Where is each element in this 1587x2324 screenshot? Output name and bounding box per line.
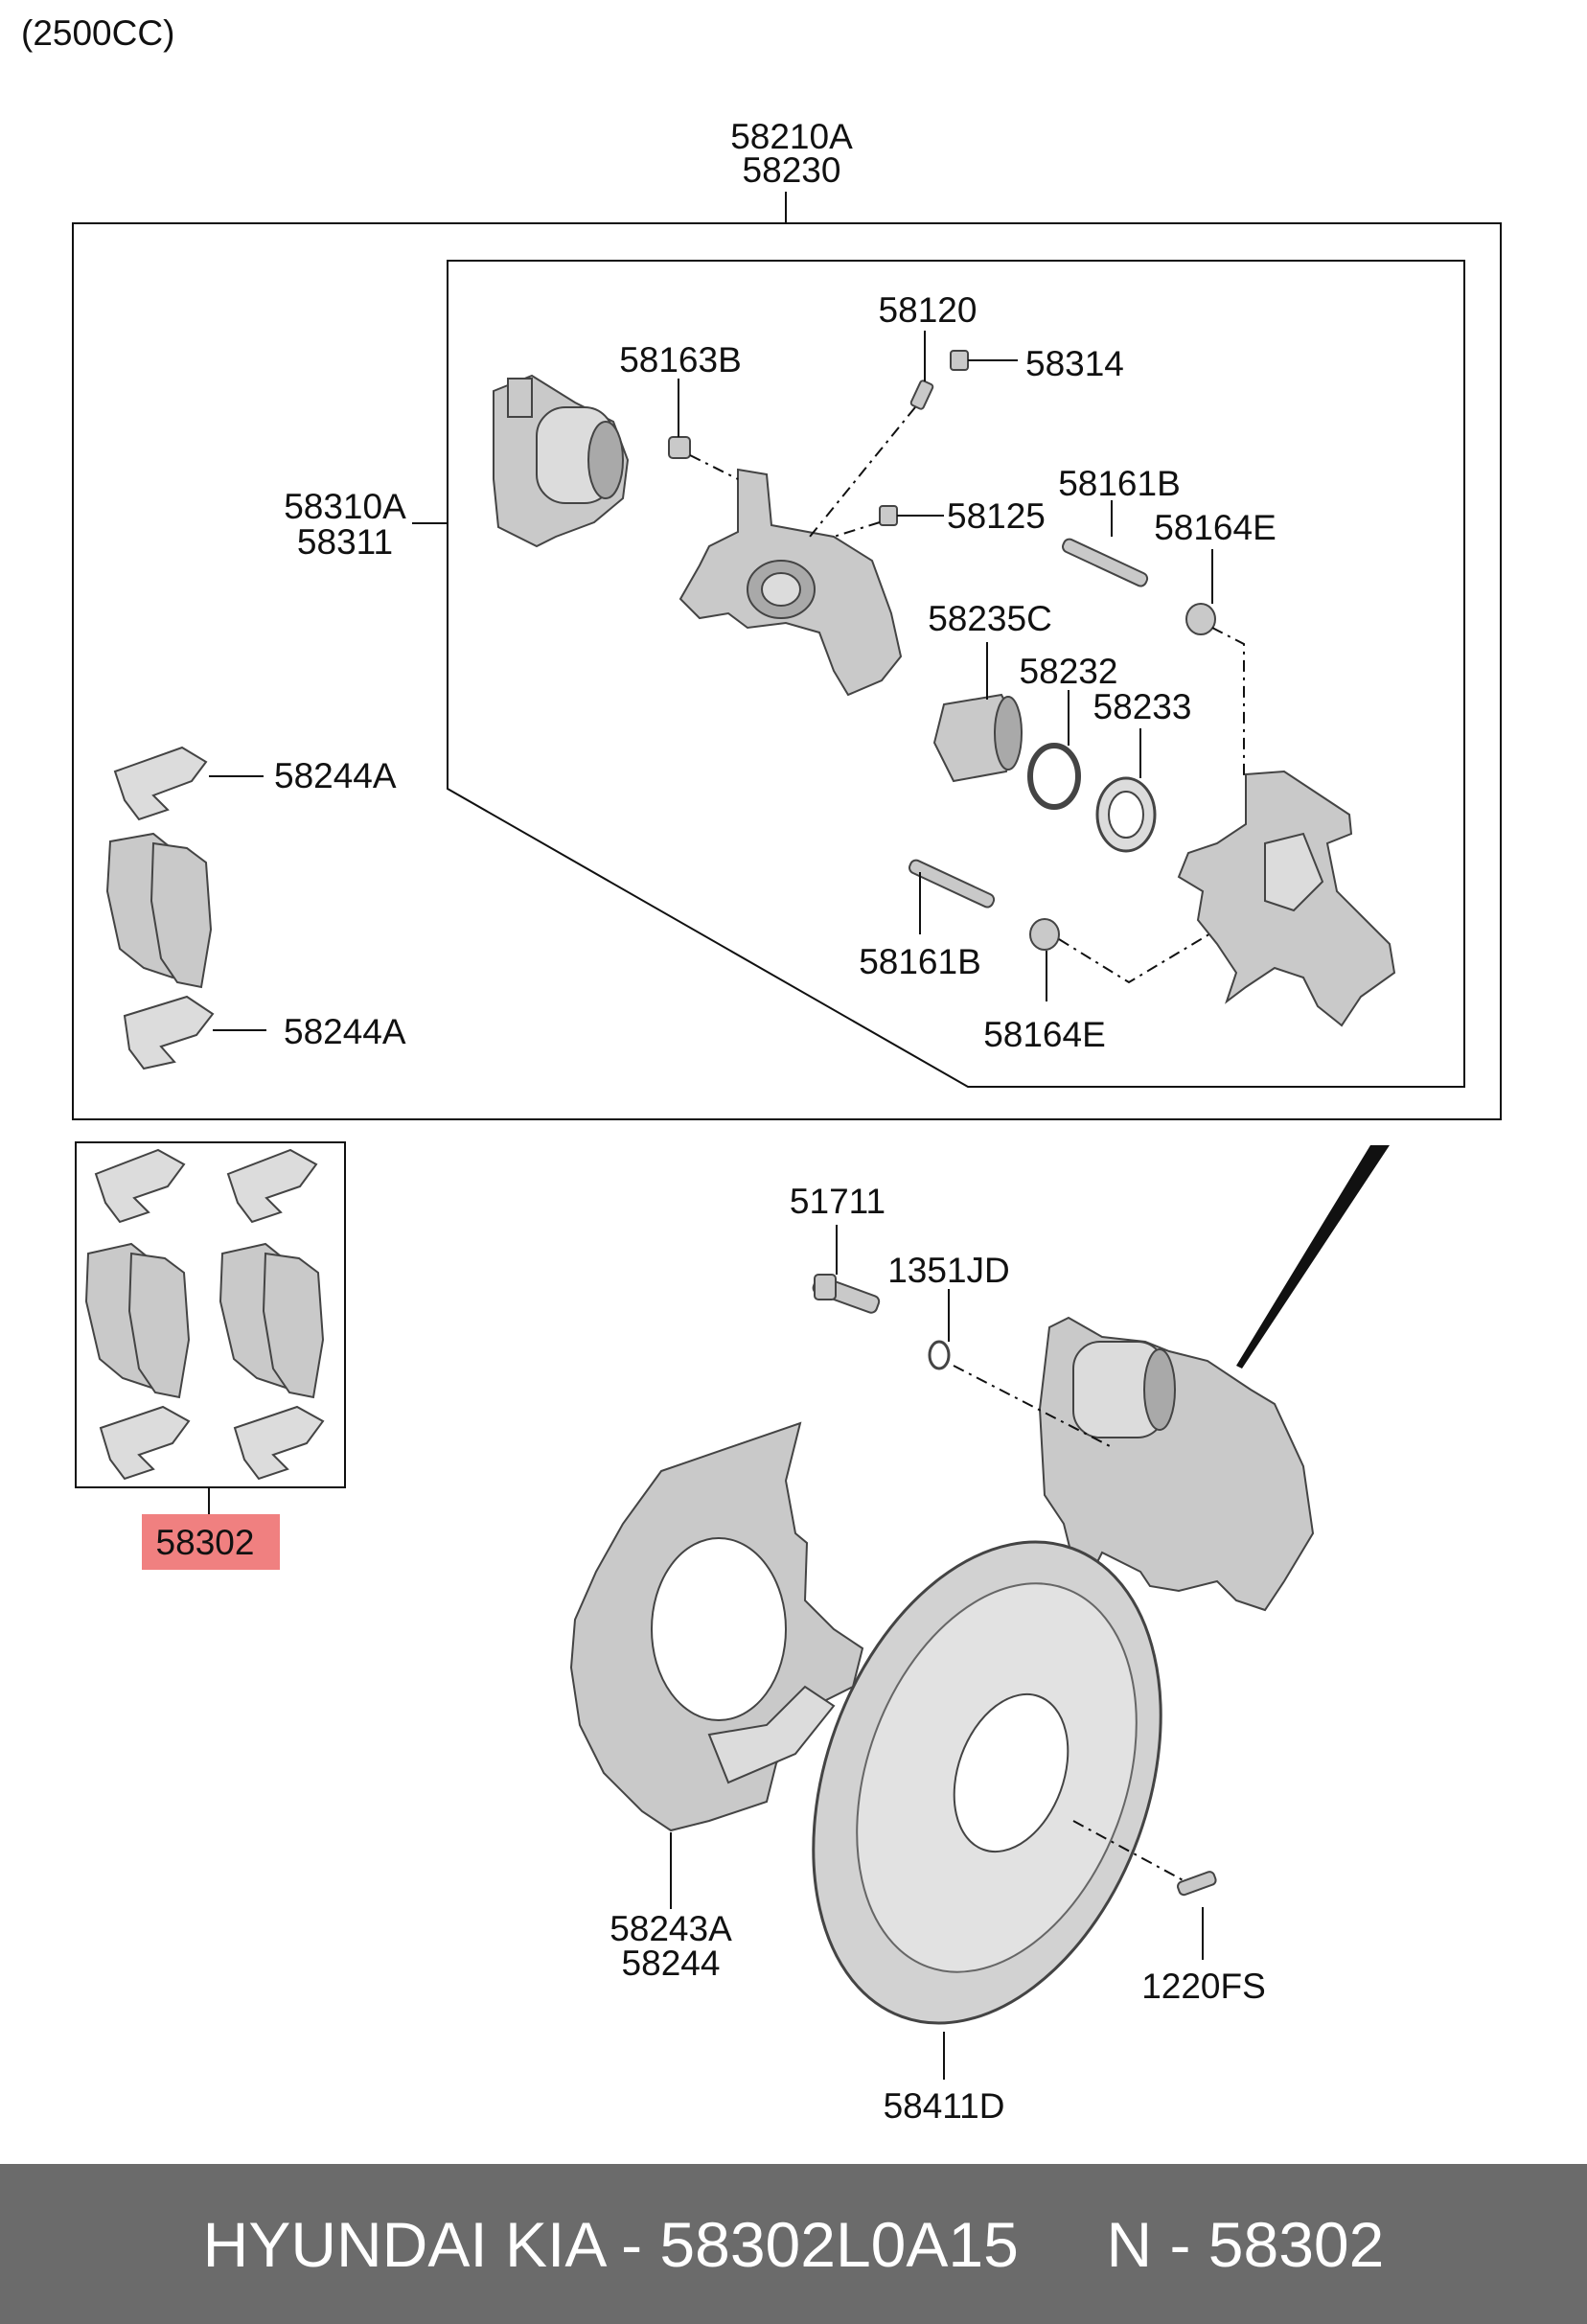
label-bolt-58163b: 58163B — [619, 340, 742, 380]
brake-disc-part — [812, 1540, 1189, 2025]
guide-rod-top-part — [1062, 538, 1149, 587]
pad-kit-highlight — [142, 1514, 280, 1570]
label-caliper-assy-b: 58230 — [743, 150, 841, 190]
label-dust-cover-a: 58243A — [610, 1909, 732, 1948]
pad-kit-springs-bottom — [99, 1405, 325, 1481]
parking-motor-part — [493, 374, 630, 548]
seal-part — [1027, 743, 1081, 810]
piston-boot-part — [1095, 776, 1157, 853]
caliper-assembly-frame — [72, 222, 1502, 1120]
label-caliper-body-b: 58311 — [297, 522, 393, 562]
label-pad-kit: 58302 — [156, 1523, 255, 1562]
label-piston-boot: 58233 — [1093, 687, 1192, 726]
parts-diagram: 58210A 58230 58120 58163B 58314 58310A 5… — [72, 117, 1502, 2126]
assembled-caliper-part — [1038, 1316, 1315, 1612]
label-guide-rod-bottom: 58161B — [859, 942, 981, 981]
label-washer: 1351JD — [887, 1251, 1010, 1290]
guide-rod-bottom-part — [908, 859, 996, 909]
label-bleeder-screw: 58120 — [879, 290, 978, 330]
pad-kit-frame — [75, 1141, 346, 1488]
label-bolt-58125: 58125 — [947, 496, 1046, 536]
label-caliper-assy-a: 58210A — [730, 117, 853, 156]
cap-58314-part — [950, 350, 969, 371]
label-boot-bottom: 58164E — [983, 1015, 1106, 1054]
bolt-58163b-part — [668, 436, 739, 480]
caliper-body-frame — [447, 260, 1465, 1088]
label-guide-rod-top: 58161B — [1058, 464, 1181, 503]
label-piston: 58235C — [928, 599, 1052, 638]
label-cap-58314: 58314 — [1025, 344, 1124, 383]
label-bolt-51711: 51711 — [790, 1182, 886, 1221]
bolt-51711-part — [812, 1274, 881, 1314]
pads-part — [105, 832, 213, 989]
leader-lines — [208, 331, 1213, 2080]
footer-bar: HYUNDAI KIA - 58302L0A15 N - 58302 — [0, 2164, 1587, 2324]
label-boot-top: 58164E — [1154, 508, 1276, 547]
pad-kit-springs-top — [94, 1148, 318, 1224]
label-spring-top: 58244A — [274, 756, 397, 795]
label-seal: 58232 — [1020, 652, 1118, 691]
piston-part — [932, 693, 1023, 783]
label-screw-1220fs: 1220FS — [1141, 1967, 1266, 2006]
footer-part-number: HYUNDAI KIA - 58302L0A15 N - 58302 — [202, 2208, 1385, 2280]
pad-kit-pads — [84, 1242, 325, 1399]
label-disc: 58411D — [884, 2086, 1005, 2126]
caliper-body-part — [678, 468, 903, 697]
assembly-pointer — [1236, 1145, 1390, 1369]
spring-top-part — [113, 746, 208, 821]
bolt-58125-part — [833, 505, 898, 538]
dust-cover-part — [569, 1421, 864, 1832]
label-dust-cover-b: 58244 — [622, 1944, 721, 1983]
washer-part — [928, 1340, 1113, 1448]
screw-1220fs-part — [1177, 1871, 1217, 1897]
bleeder-screw-part — [809, 380, 934, 538]
label-spring-bottom: 58244A — [284, 1012, 406, 1051]
label-caliper-body-a: 58310A — [284, 487, 406, 526]
boot-top-part — [1185, 603, 1245, 776]
variant-label: (2500CC) — [21, 13, 175, 53]
carrier-bracket-part — [1177, 770, 1396, 1027]
spring-bottom-part — [123, 995, 215, 1070]
